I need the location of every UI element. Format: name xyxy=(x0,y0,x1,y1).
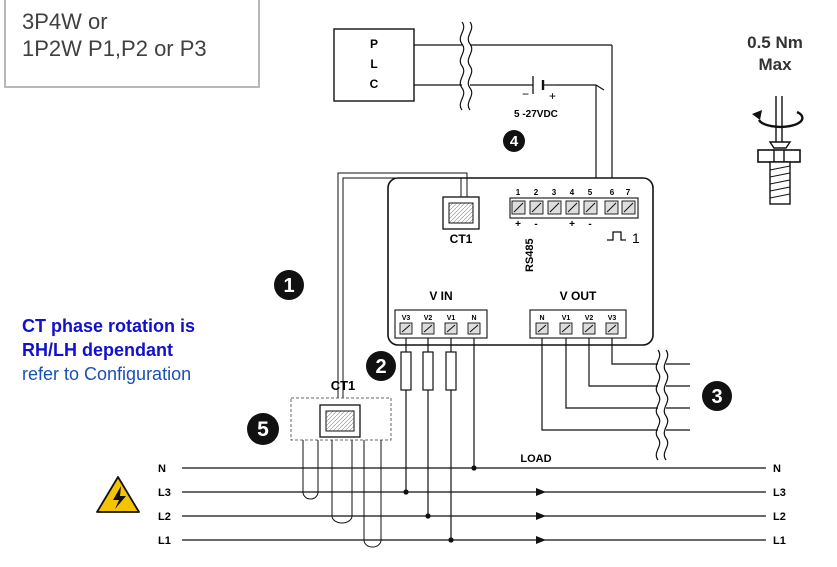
note-reference: refer to Configuration xyxy=(22,364,192,384)
vin-terminal-label: V3 xyxy=(402,315,411,322)
svg-text:5: 5 xyxy=(257,418,269,441)
right-line-labels: N L3 L2 L1 xyxy=(773,463,786,547)
marker-5: 5 xyxy=(247,413,279,445)
meter-body: CT1 1 2 3 4 5 6 7 + - + - RS485 1 xyxy=(387,177,654,346)
ct-rotation-note: CT phase rotation is RH/LH dependant ref… xyxy=(22,314,195,386)
terminal-number: 3 xyxy=(552,188,557,197)
marker-4: 4 xyxy=(503,130,525,152)
vout-label: V OUT xyxy=(560,289,597,303)
electrical-hazard-icon xyxy=(96,476,140,513)
svg-text:1: 1 xyxy=(283,275,294,297)
vin-terminal-label: V2 xyxy=(424,315,433,322)
svg-text:3: 3 xyxy=(711,386,722,408)
pulse-output-icon xyxy=(607,231,626,241)
left-line-labels: N L3 L2 L1 xyxy=(158,463,171,547)
line-label: L3 xyxy=(158,487,171,499)
marker-2: 2 xyxy=(366,351,396,381)
configuration-box: 3P4W or 1P2W P1,P2 or P3 xyxy=(4,0,260,88)
plc-letter: P xyxy=(370,37,378,51)
terminal-number: 5 xyxy=(588,188,593,197)
terminal-number: 1 xyxy=(516,188,521,197)
vin-terminal-label: N xyxy=(471,315,476,322)
terminal-number: 4 xyxy=(570,188,575,197)
line-label: N xyxy=(773,463,781,475)
flow-arrows xyxy=(536,488,546,544)
vout-terminal-label: N xyxy=(539,315,544,322)
configuration-line: 1P2W P1,P2 or P3 xyxy=(22,36,207,61)
torque-unit: Max xyxy=(758,55,792,74)
vout-terminal-label: V1 xyxy=(562,315,571,322)
torque-spec: 0.5 Nm Max xyxy=(718,32,832,76)
rs485-label: RS485 xyxy=(524,238,536,272)
plc-letter: C xyxy=(370,77,379,91)
terminal-number: 7 xyxy=(626,188,631,197)
supply-minus: − xyxy=(522,87,529,101)
supply-plus: + xyxy=(549,89,556,103)
external-ct-label: CT1 xyxy=(331,378,356,393)
note-line: RH/LH dependant xyxy=(22,340,173,360)
supply-voltage-label: 5 -27VDC xyxy=(514,109,558,120)
marker-1: 1 xyxy=(274,270,304,300)
voltage-input-wires xyxy=(400,338,475,540)
marker-3: 3 xyxy=(702,381,732,411)
vin-label: V IN xyxy=(429,289,452,303)
vin-terminal-label: V1 xyxy=(447,315,456,322)
plc-box: P L C xyxy=(333,28,415,102)
phase-lines xyxy=(182,467,766,541)
terminal-number: 2 xyxy=(534,188,539,197)
dc-supply: − + 5 -27VDC xyxy=(514,76,558,120)
meter-ct-label: CT1 xyxy=(450,232,473,246)
terminal-sign: - xyxy=(534,219,537,230)
ct-cable xyxy=(337,172,468,410)
load-label: LOAD xyxy=(520,453,551,465)
screw-torque-icon xyxy=(752,96,804,205)
terminal-sign: + xyxy=(569,219,575,230)
svg-text:2: 2 xyxy=(375,356,386,378)
line-label: L1 xyxy=(773,535,786,547)
line-label: L3 xyxy=(773,487,786,499)
line-label: L2 xyxy=(773,511,786,523)
terminal-sign: + xyxy=(515,219,521,230)
external-ct: CT1 xyxy=(290,378,392,548)
torque-value: 0.5 Nm xyxy=(747,33,803,52)
plc-wires xyxy=(414,21,613,196)
terminal-number: 6 xyxy=(610,188,615,197)
plc-letter: L xyxy=(370,57,377,71)
svg-text:4: 4 xyxy=(510,133,519,150)
line-label: L1 xyxy=(158,535,171,547)
terminal-sign: - xyxy=(588,219,591,230)
vout-terminal-label: V2 xyxy=(585,315,594,322)
pulse-output-label: 1 xyxy=(632,230,640,246)
voltage-output-wires xyxy=(541,338,690,461)
junction-dots xyxy=(403,465,477,543)
vout-terminal-label: V3 xyxy=(608,315,617,322)
configuration-line: 3P4W or xyxy=(22,9,108,34)
line-label: N xyxy=(158,463,166,475)
note-line: CT phase rotation is xyxy=(22,316,196,336)
line-label: L2 xyxy=(158,511,171,523)
